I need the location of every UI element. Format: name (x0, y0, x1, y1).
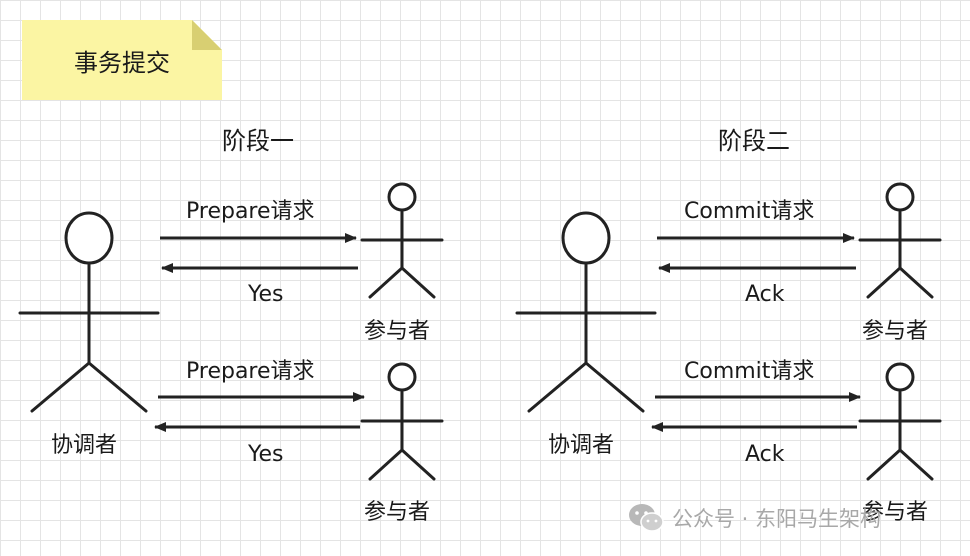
phase1-reply-label-bottom: Yes (248, 442, 284, 467)
phase1-participant-bottom-figure (360, 362, 444, 481)
phase2-request-label-bottom: Commit请求 (684, 359, 815, 384)
phase2-reply-label-top: Ack (745, 282, 785, 307)
phase2-title: 阶段二 (718, 127, 790, 155)
phase1-participant-top-label: 参与者 (364, 319, 431, 344)
phase2-coordinator-figure (515, 211, 657, 413)
phase2-reply-label-bottom: Ack (745, 442, 785, 467)
phase1-participant-top-figure (360, 182, 444, 299)
phase2-participant-top-label: 参与者 (862, 319, 929, 344)
phase2-participant-bottom-label: 参与者 (862, 500, 929, 525)
phase1-request-label-bottom: Prepare请求 (186, 359, 315, 384)
watermark: 公众号 · 东阳马生架构 (628, 500, 881, 536)
phase2-request-label-top: Commit请求 (684, 199, 815, 224)
phase2-participant-top-figure (858, 182, 942, 299)
phase1-request-label-top: Prepare请求 (186, 199, 315, 224)
phase1-participant-bottom-label: 参与者 (364, 500, 431, 525)
wechat-icon (629, 504, 664, 532)
sticky-note: 事务提交 (22, 20, 222, 100)
note-label: 事务提交 (74, 48, 170, 77)
phase1-title: 阶段一 (222, 127, 294, 155)
watermark-text: 公众号 · 东阳马生架构 (672, 507, 882, 531)
phase2-participant-bottom-figure (858, 362, 942, 481)
note-shape (22, 20, 222, 100)
phase1-coordinator-figure (18, 211, 160, 413)
phase1-coordinator-label: 协调者 (51, 433, 118, 458)
phase1-reply-label-top: Yes (248, 282, 284, 307)
phase2-coordinator-label: 协调者 (548, 433, 615, 458)
